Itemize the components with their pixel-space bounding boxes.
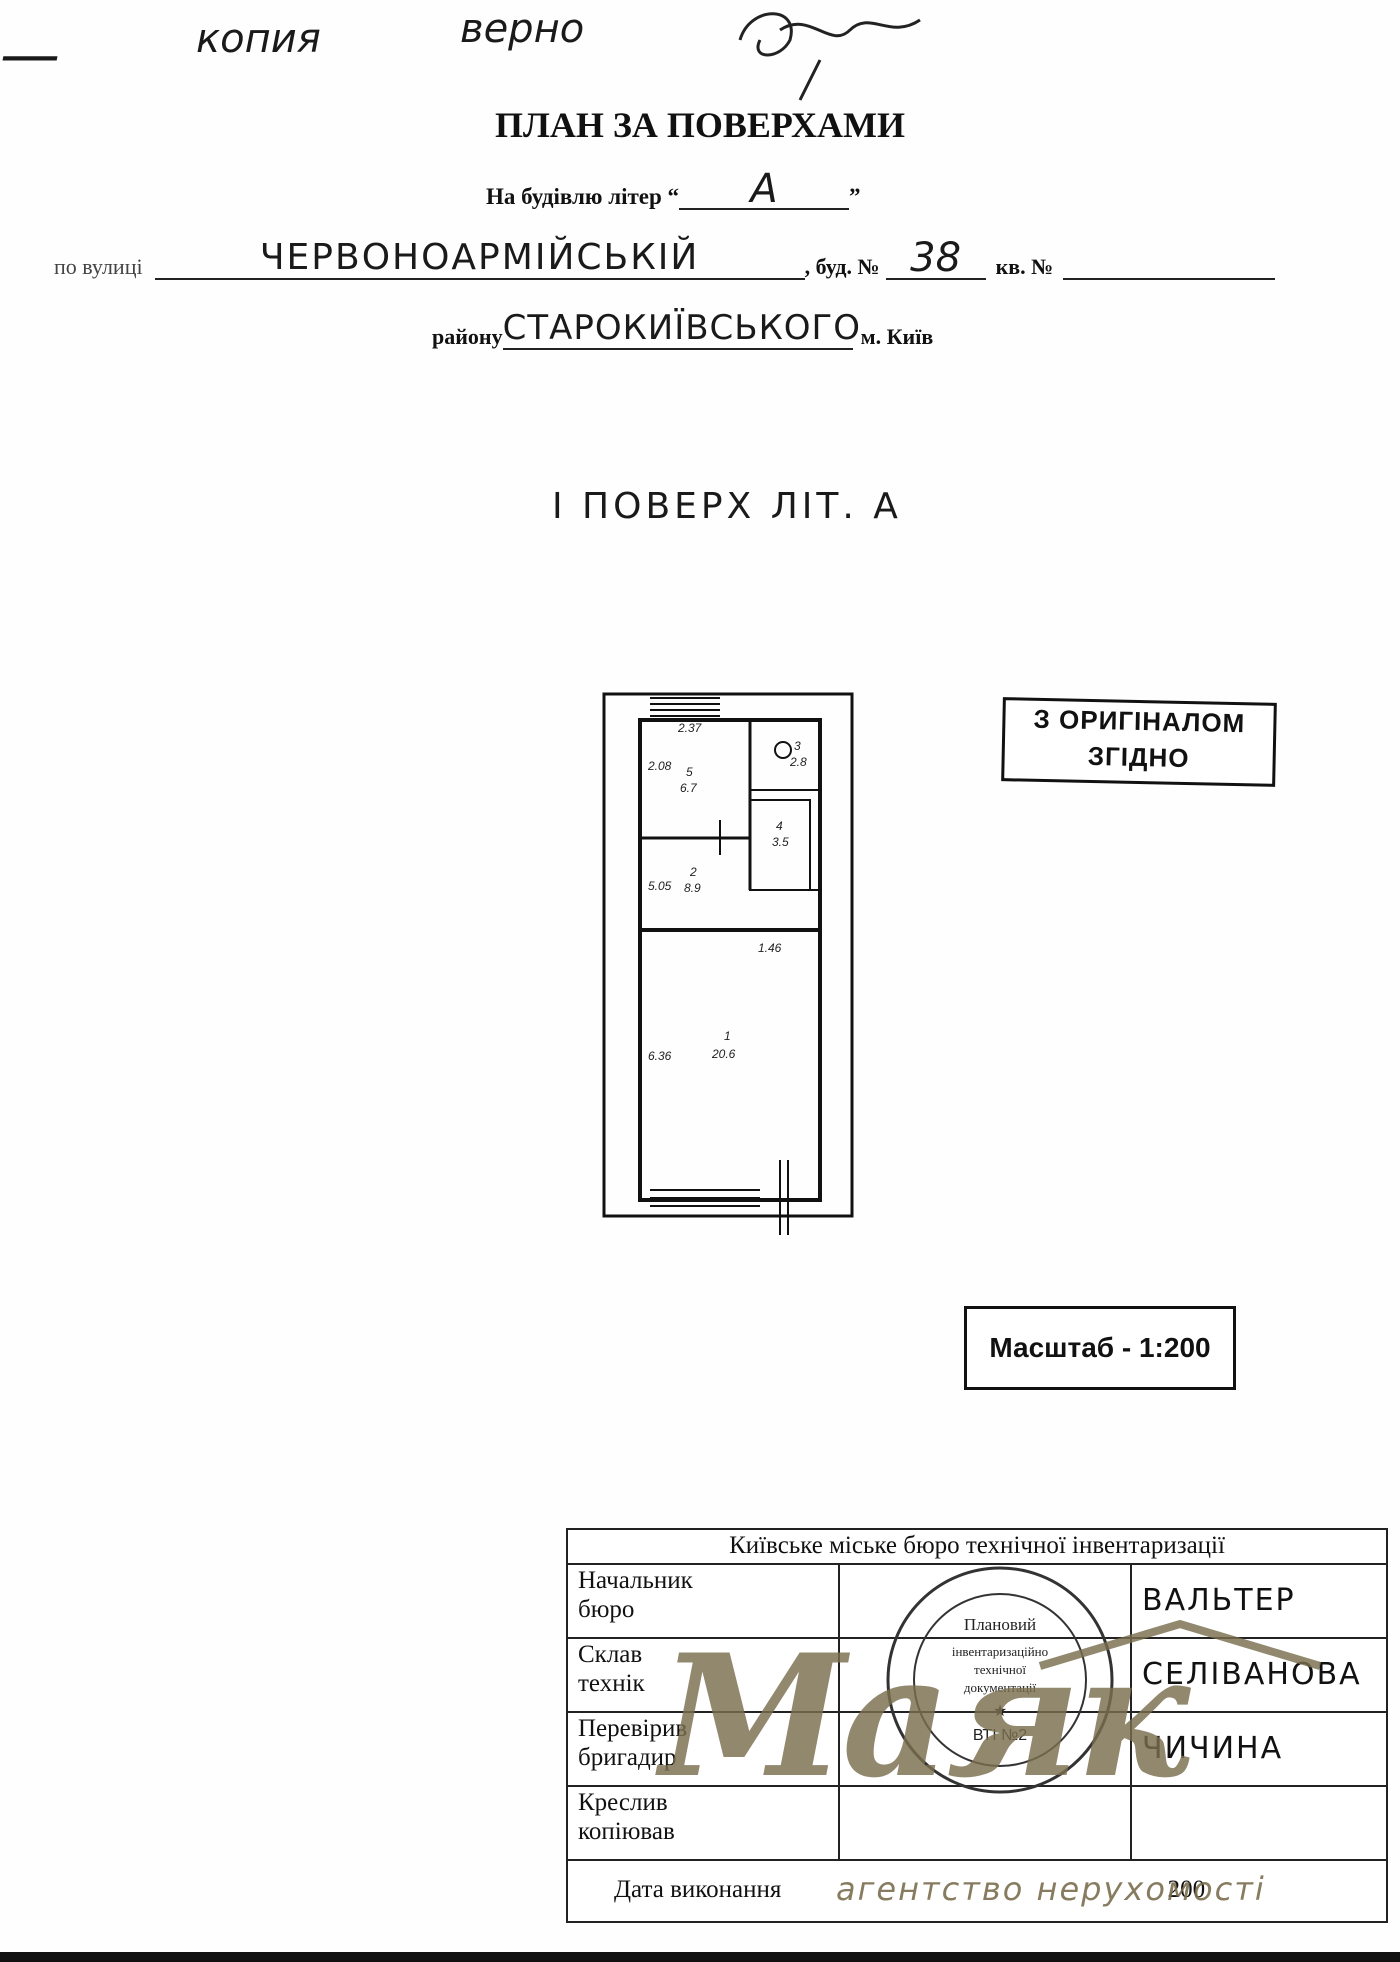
- seal-line-3: технічної: [974, 1662, 1026, 1677]
- apt-prefix: кв. №: [995, 254, 1054, 279]
- room-5-number: 5: [686, 765, 693, 779]
- room-5-area: 6.7: [680, 781, 698, 795]
- seal-line-5: ВТІ №2: [973, 1727, 1027, 1744]
- inventory-table: Київське міське бюро технічної інвентари…: [566, 1528, 1388, 1923]
- margin-dash: —: [0, 20, 60, 90]
- room-4-number: 4: [776, 819, 783, 833]
- bottom-edge-bar: [0, 1952, 1400, 1962]
- seal-outer-ring: [886, 1566, 1114, 1794]
- signature-cell: [838, 1710, 1132, 1787]
- dim-room5: 2.08: [647, 759, 672, 773]
- building-suffix: ”: [849, 184, 861, 209]
- handwritten-true-note: верно: [460, 6, 585, 52]
- city-label: м. Київ: [860, 324, 934, 349]
- name-cell: ЧИЧИНА: [1130, 1710, 1388, 1787]
- official-seal: Плановий інвентаризаційно технічної доку…: [886, 1566, 1114, 1794]
- district-value: СТАРОКИЇВСЬКОГО: [502, 308, 862, 350]
- building-line: На будівлю літер “ А ”: [486, 169, 861, 210]
- dim-room1-width: 1.46: [758, 941, 782, 955]
- street-value: ЧЕРВОНОАРМІЙСЬКІЙ: [154, 238, 805, 280]
- apt-value: [1063, 278, 1276, 280]
- bottom-steps: [650, 1160, 789, 1235]
- room-2-number: 2: [689, 865, 697, 879]
- page-title: ПЛАН ЗА ПОВЕРХАМИ: [495, 105, 905, 145]
- signature-cell: [838, 1784, 1132, 1861]
- stamp-line-1: З ОРИГІНАЛОМ: [1033, 703, 1246, 739]
- house-prefix: , буд. №: [804, 254, 880, 279]
- inner-wall: [638, 718, 822, 1202]
- watermark-roof-icon: [1038, 1619, 1322, 1670]
- seal-line-1: Плановий: [964, 1615, 1036, 1634]
- certified-copy-stamp: З ОРИГІНАЛОМ ЗГІДНО: [1001, 697, 1277, 787]
- outer-wall: [602, 692, 854, 1218]
- room-1-area: 20.6: [711, 1047, 736, 1061]
- district-line: району СТАРОКИЇВСЬКОГО м. Київ: [432, 308, 933, 350]
- building-letter: А: [679, 169, 850, 210]
- house-value: 38: [885, 238, 986, 280]
- date-label: Дата виконання: [614, 1876, 782, 1904]
- street-prefix: по вулиці: [54, 254, 143, 279]
- district-prefix: району: [432, 324, 503, 349]
- date-row: Дата виконання 200: [566, 1858, 1388, 1923]
- dim-top: 2.37: [677, 721, 703, 735]
- room-3-number: 3: [794, 739, 801, 753]
- watermark-brand: Маяк: [660, 1617, 1190, 1815]
- top-steps: [650, 697, 720, 717]
- room-4-area: 3.5: [772, 835, 789, 849]
- dim-room2: 5.05: [648, 879, 672, 893]
- watermark-tagline: агентство нерухомості: [836, 1870, 1266, 1908]
- room-1-number: 1: [724, 1029, 731, 1043]
- seal-star-icon: ★: [993, 1703, 1007, 1720]
- building-prefix: На будівлю літер “: [486, 184, 680, 209]
- room-3-area: 2.8: [789, 755, 807, 769]
- seal-inner-ring: [913, 1593, 1087, 1767]
- signature-cell: [838, 1562, 1132, 1639]
- seal-line-2: інвентаризаційно: [952, 1644, 1048, 1659]
- date-year: 200: [1167, 1876, 1206, 1904]
- room-3-bath: [749, 719, 821, 791]
- inventory-header: Київське міське бюро технічної інвентари…: [566, 1528, 1388, 1565]
- handwritten-copy-note: копия: [196, 16, 321, 62]
- street-line: по вулиці ЧЕРВОНОАРМІЙСЬКІЙ , буд. № 38 …: [54, 238, 1276, 280]
- floor-plan: 5 6.7 2 8.9 3 2.8 4 3.5 1 20.6 2.37 1.46…: [602, 692, 854, 1235]
- name-cell: [1130, 1784, 1388, 1861]
- dim-room1-length: 6.36: [648, 1049, 672, 1063]
- toilet-fixture: [774, 741, 792, 759]
- stamp-line-2: ЗГІДНО: [1087, 740, 1190, 774]
- room-2-area: 8.9: [684, 881, 701, 895]
- signature-mark: [738, 12, 921, 101]
- floor-label: I ПОВЕРХ ЛІТ. А: [552, 486, 902, 527]
- scale-box: Масштаб - 1:200: [964, 1306, 1236, 1390]
- seal-line-4: документації: [964, 1680, 1037, 1695]
